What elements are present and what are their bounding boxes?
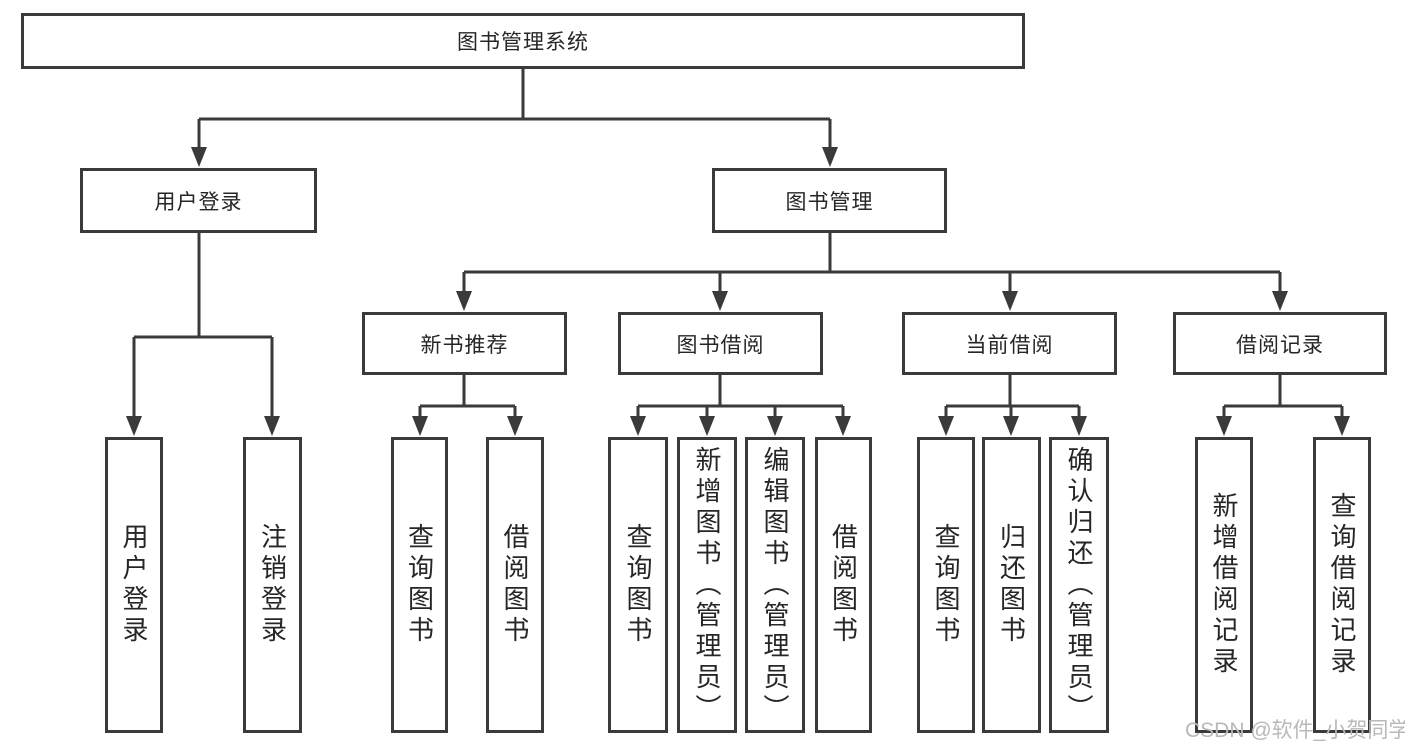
node-book-borrow: 图书借阅 xyxy=(618,312,823,375)
node-label: 当前借阅 xyxy=(965,333,1054,357)
node-label: 新增图书（管理员） xyxy=(692,445,722,725)
node-edit-books-admin: 编辑图书（管理员） xyxy=(745,437,805,733)
node-user-login-leaf: 用户登录 xyxy=(105,437,163,733)
node-logout: 注销登录 xyxy=(243,437,302,733)
node-query-books-current: 查询图书 xyxy=(917,437,975,733)
node-label: 注销登录 xyxy=(257,523,288,647)
node-label: 借阅图书 xyxy=(500,523,530,647)
node-add-books-admin: 新增图书（管理员） xyxy=(677,437,737,733)
node-book-management: 图书管理 xyxy=(712,168,947,233)
node-label: 用户登录 xyxy=(119,523,149,647)
node-borrow-books-leaf: 借阅图书 xyxy=(815,437,872,733)
node-label: 查询图书 xyxy=(623,523,653,647)
node-library-management-system: 图书管理系统 xyxy=(21,13,1025,69)
node-label: 图书借阅 xyxy=(676,333,765,357)
node-label: 查询借阅记录 xyxy=(1327,492,1357,678)
csdn-watermark: CSDN @软件_小贺同学 xyxy=(1185,719,1405,742)
node-label: 用户登录 xyxy=(154,190,243,214)
node-user-login: 用户登录 xyxy=(80,168,317,233)
node-label: 借阅图书 xyxy=(828,523,859,647)
node-confirm-return-admin: 确认归还（管理员） xyxy=(1049,437,1109,733)
node-label: 确认归还（管理员） xyxy=(1064,445,1094,725)
node-query-books-recommend: 查询图书 xyxy=(391,437,448,733)
node-label: 新书推荐 xyxy=(420,333,509,357)
node-return-books: 归还图书 xyxy=(982,437,1041,733)
node-label: 查询图书 xyxy=(404,523,435,647)
node-add-borrow-record: 新增借阅记录 xyxy=(1195,437,1253,733)
node-borrow-records: 借阅记录 xyxy=(1173,312,1387,375)
node-label: 图书管理系统 xyxy=(457,31,589,54)
node-label: 归还图书 xyxy=(996,523,1027,647)
node-label: 编辑图书（管理员） xyxy=(760,445,790,725)
node-query-borrow-record: 查询借阅记录 xyxy=(1313,437,1371,733)
node-current-borrow: 当前借阅 xyxy=(902,312,1117,375)
node-new-book-recommend: 新书推荐 xyxy=(362,312,567,375)
node-label: 查询图书 xyxy=(931,523,961,647)
node-label: 新增借阅记录 xyxy=(1209,492,1239,678)
node-borrow-books-recommend: 借阅图书 xyxy=(486,437,544,733)
node-query-books-borrow: 查询图书 xyxy=(608,437,668,733)
node-label: 借阅记录 xyxy=(1236,333,1324,357)
node-label: 图书管理 xyxy=(785,190,874,214)
